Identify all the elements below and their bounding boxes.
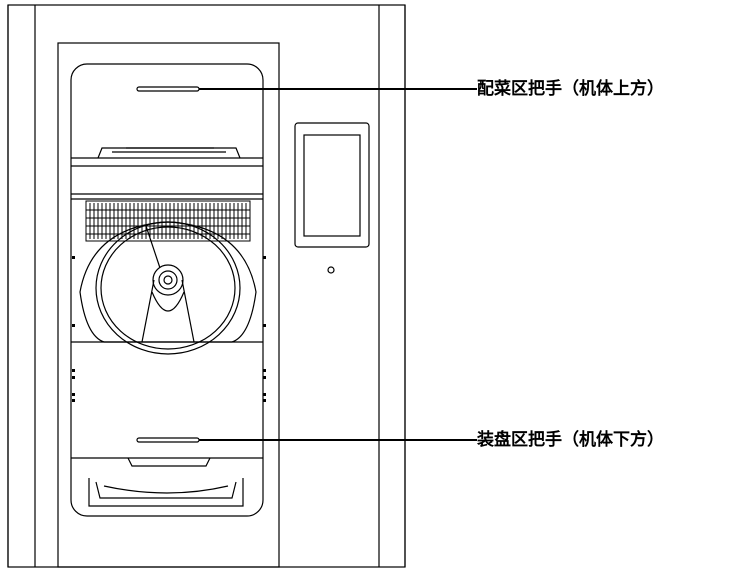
upper-handle-label: 配菜区把手（机体上方） <box>477 79 664 99</box>
touch-screen[interactable] <box>294 122 370 248</box>
side-rivets <box>72 256 266 402</box>
upper-compartment <box>71 147 263 200</box>
lower-compartment <box>71 341 263 507</box>
lower-handle-label: 装盘区把手（机体下方） <box>477 430 664 450</box>
power-button[interactable] <box>327 266 335 274</box>
upper-handle[interactable] <box>136 86 200 92</box>
drum <box>79 221 257 355</box>
door-frame <box>57 42 280 568</box>
vent-grille <box>85 200 251 242</box>
lower-handle[interactable] <box>136 437 200 443</box>
leader-lines <box>199 88 477 441</box>
